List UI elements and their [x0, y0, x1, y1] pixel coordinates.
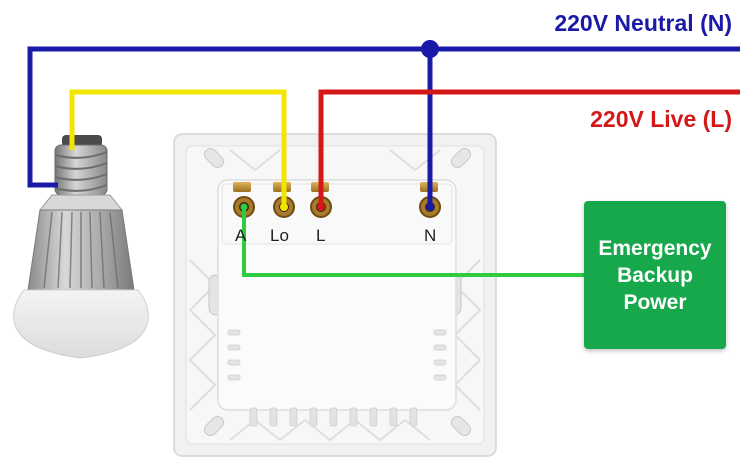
live-label: 220V Live (L)	[590, 106, 732, 132]
neutral-wire	[27, 46, 740, 207]
light-bulb-icon	[13, 135, 149, 359]
emergency-backup-power-box: Emergency Backup Power	[584, 201, 726, 349]
switched-live-wire	[69, 89, 287, 207]
neutral-junction-dot	[421, 40, 439, 58]
terminal-label-a: A	[235, 226, 247, 245]
neutral-label: 220V Neutral (N)	[554, 10, 732, 36]
terminal-label-lo: Lo	[270, 226, 289, 245]
terminal-label-n: N	[424, 226, 437, 245]
backup-box-label: Emergency Backup Power	[598, 236, 712, 314]
wall-switch-back-plate	[173, 133, 497, 457]
live-wire	[318, 89, 740, 207]
terminal-label-l: L	[316, 226, 326, 245]
backup-wire	[242, 207, 584, 277]
